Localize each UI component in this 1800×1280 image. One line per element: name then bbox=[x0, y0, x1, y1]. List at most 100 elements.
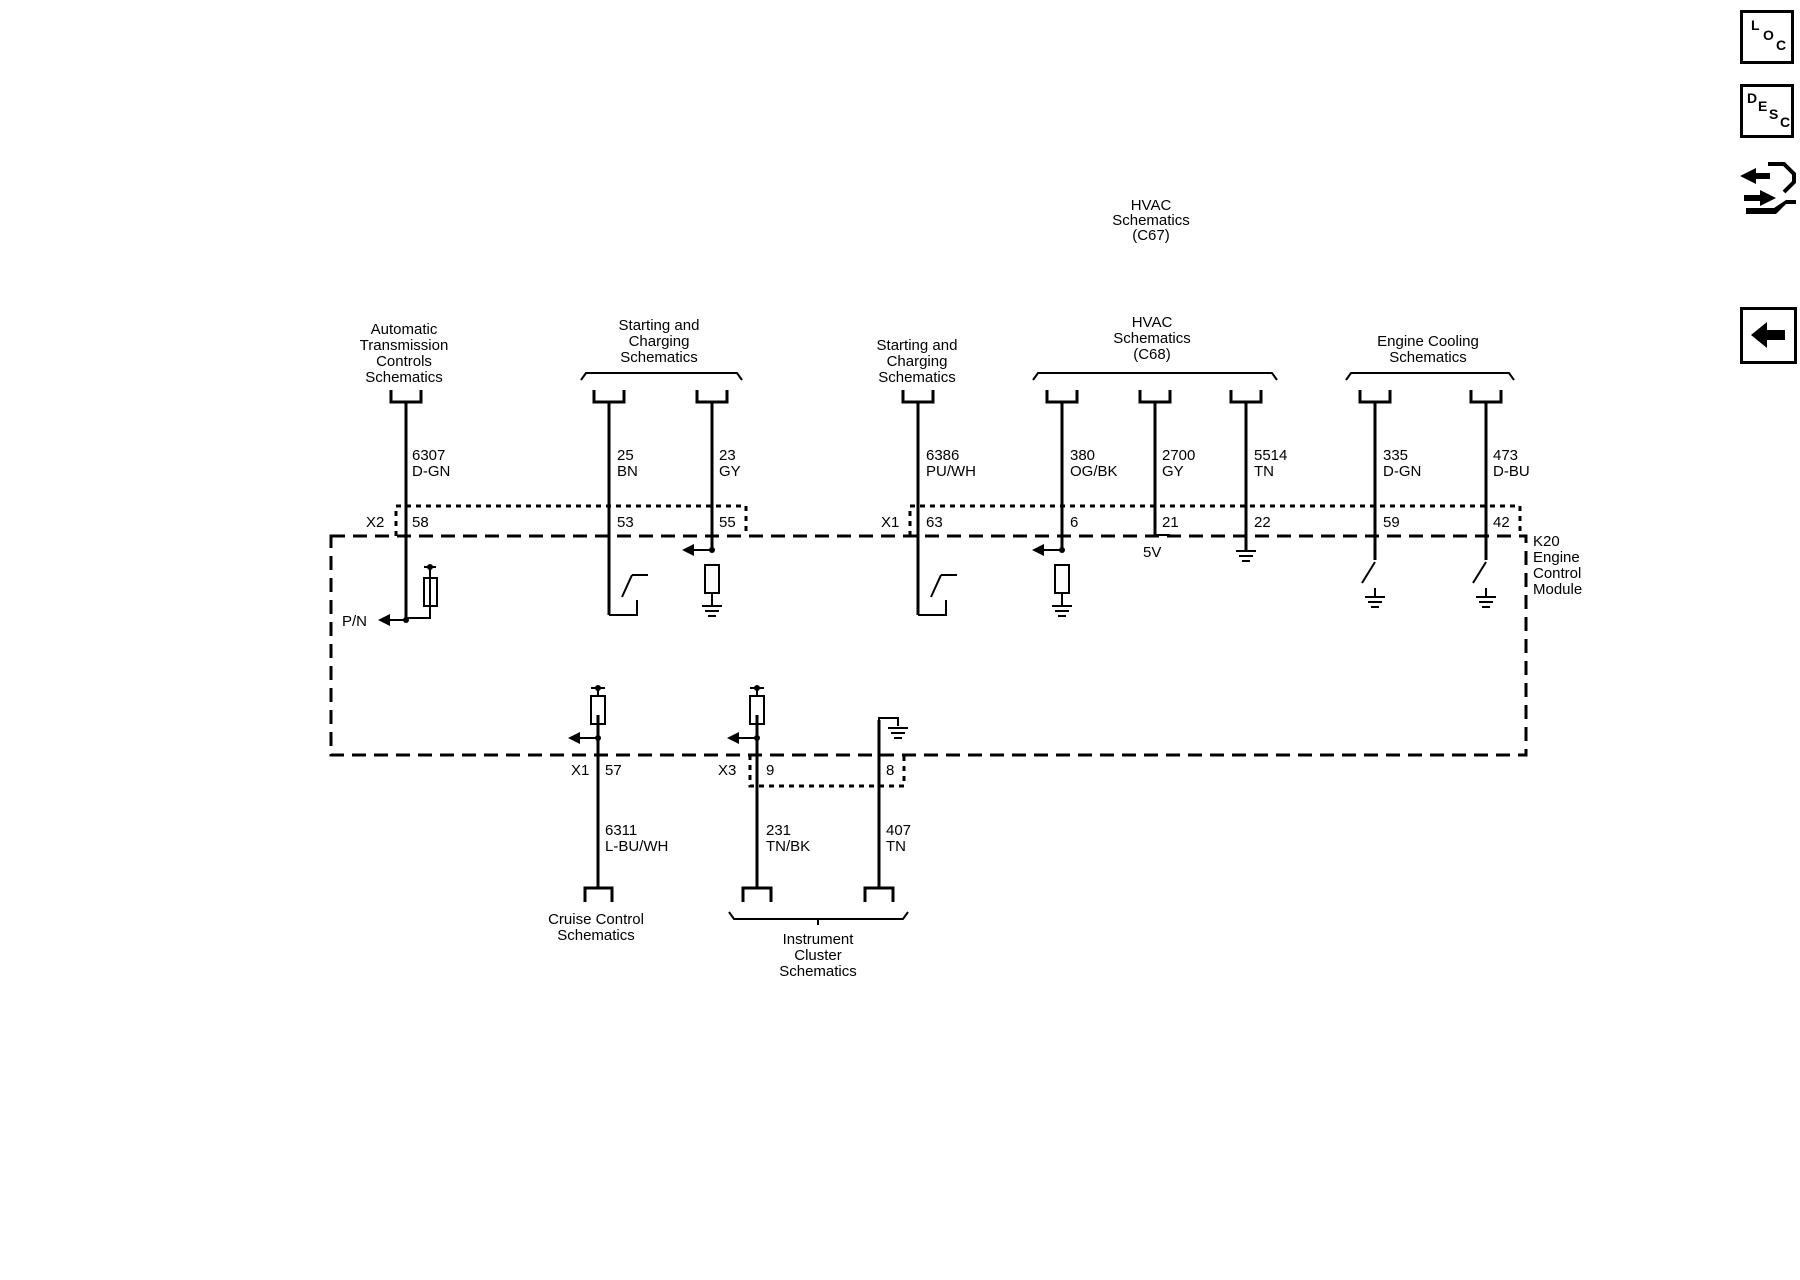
connector-x1-bottom-label: X1 bbox=[571, 762, 589, 779]
svg-text:D-GN: D-GN bbox=[412, 463, 450, 480]
svg-text:Cluster: Cluster bbox=[794, 947, 842, 964]
label-starting-2: Starting and Charging Schematics bbox=[877, 337, 958, 386]
svg-text:23: 23 bbox=[719, 447, 736, 464]
svg-text:6307: 6307 bbox=[412, 447, 445, 464]
wire-labels: 6307 D-GN 58 25 BN 53 23 GY 55 63 8 6 PU/W… bbox=[412, 447, 1530, 855]
svg-text:Charging: Charging bbox=[629, 333, 690, 350]
svg-text:8: 8 bbox=[886, 762, 894, 779]
internal-pulldown-6 bbox=[1032, 544, 1072, 617]
svg-text:Transmission: Transmission bbox=[360, 337, 449, 354]
svg-text:Automatic: Automatic bbox=[371, 321, 438, 338]
svg-text:Engine Cooling: Engine Cooling bbox=[1377, 333, 1479, 350]
internal-switch-59 bbox=[1361, 561, 1385, 608]
svg-text:L-BU/WH: L-BU/WH bbox=[605, 838, 668, 855]
svg-text:Control: Control bbox=[1533, 565, 1581, 582]
location-letter-c: C bbox=[1776, 37, 1787, 53]
connector-x3-label: X3 bbox=[718, 762, 736, 779]
description-letter-s: S bbox=[1769, 106, 1779, 122]
svg-text:Starting and: Starting and bbox=[619, 317, 700, 334]
svg-text:PU/WH: PU/WH bbox=[926, 463, 976, 480]
svg-text:55: 55 bbox=[719, 514, 736, 531]
terminal-caps-top bbox=[389, 390, 1503, 404]
svg-text:25: 25 bbox=[617, 447, 634, 464]
location-button[interactable]: L O C bbox=[1740, 10, 1794, 64]
module-boundary bbox=[329, 534, 1528, 757]
svg-text:6: 6 bbox=[1070, 514, 1078, 531]
svg-text:(C68): (C68) bbox=[1133, 346, 1171, 363]
bracket-instrument bbox=[728, 911, 909, 925]
svg-text:63: 63 bbox=[926, 514, 943, 531]
svg-text:Controls: Controls bbox=[376, 353, 432, 370]
location-letter-o: O bbox=[1763, 27, 1774, 43]
connector-x1-top-label: X1 bbox=[881, 514, 899, 531]
svg-text:GY: GY bbox=[719, 463, 741, 480]
svg-text:Schematics: Schematics bbox=[365, 369, 443, 386]
internal-ground-8 bbox=[878, 717, 908, 739]
svg-text:2700: 2700 bbox=[1162, 447, 1195, 464]
label-engine-cooling: Engine Cooling Schematics bbox=[1377, 333, 1479, 366]
pn-label: P/N bbox=[342, 613, 367, 630]
internal-switch-53 bbox=[609, 574, 648, 616]
svg-text:TN: TN bbox=[1254, 463, 1274, 480]
svg-text:Instrument: Instrument bbox=[783, 931, 855, 948]
svg-text:22: 22 bbox=[1254, 514, 1271, 531]
label-cruise: Cruise Control Schematics bbox=[548, 911, 644, 944]
svg-text:Schematics: Schematics bbox=[779, 963, 857, 980]
bracket-engine-cooling bbox=[1345, 372, 1515, 381]
svg-text:Starting and: Starting and bbox=[877, 337, 958, 354]
svg-text:58: 58 bbox=[412, 514, 429, 531]
svg-text:9: 9 bbox=[766, 762, 774, 779]
label-module: K20 Engine Control Module bbox=[1533, 533, 1582, 598]
label-auto-trans: Automatic Transmission Controls Schemati… bbox=[360, 321, 449, 386]
internal-pullup-9 bbox=[727, 685, 765, 744]
svg-text:59: 59 bbox=[1383, 514, 1400, 531]
svg-text:Schematics: Schematics bbox=[1113, 330, 1191, 347]
svg-text:335: 335 bbox=[1383, 447, 1408, 464]
description-letter-c: C bbox=[1780, 114, 1791, 130]
svg-text:D-GN: D-GN bbox=[1383, 463, 1421, 480]
connector-x1-top-outline bbox=[908, 504, 1522, 536]
connector-diagnostics-icon[interactable] bbox=[1736, 158, 1800, 220]
svg-text:473: 473 bbox=[1493, 447, 1518, 464]
internal-switch-42 bbox=[1472, 561, 1496, 608]
internal-ground-22 bbox=[1236, 550, 1256, 562]
svg-text:407: 407 bbox=[886, 822, 911, 839]
svg-text:Module: Module bbox=[1533, 581, 1582, 598]
description-letter-d: D bbox=[1747, 90, 1758, 106]
svg-text:57: 57 bbox=[605, 762, 622, 779]
location-letter-l: L bbox=[1751, 17, 1760, 33]
svg-text:231: 231 bbox=[766, 822, 791, 839]
svg-text:53: 53 bbox=[617, 514, 634, 531]
terminal-caps-bottom bbox=[583, 886, 895, 902]
internal-pulldown-55 bbox=[682, 544, 722, 617]
svg-text:BN: BN bbox=[617, 463, 638, 480]
svg-text:Engine: Engine bbox=[1533, 549, 1580, 566]
label-hvac-c67: HVAC Schematics (C67) bbox=[1112, 197, 1190, 244]
svg-text:Schematics: Schematics bbox=[878, 369, 956, 386]
label-hvac-c68: HVAC Schematics (C68) bbox=[1113, 314, 1191, 363]
svg-text:Charging: Charging bbox=[887, 353, 948, 370]
bracket-starting-1 bbox=[580, 372, 743, 381]
back-button[interactable] bbox=[1740, 307, 1797, 364]
five-volt-label: 5V bbox=[1143, 544, 1161, 561]
svg-text:D-BU: D-BU bbox=[1493, 463, 1530, 480]
svg-text:OG/BK: OG/BK bbox=[1070, 463, 1118, 480]
svg-text:Schematics: Schematics bbox=[1389, 349, 1467, 366]
internal-pullup-57 bbox=[568, 685, 606, 744]
svg-text:Cruise Control: Cruise Control bbox=[548, 911, 644, 928]
connector-x2-outline bbox=[394, 504, 748, 536]
svg-text:K20: K20 bbox=[1533, 533, 1560, 550]
svg-text:HVAC: HVAC bbox=[1132, 314, 1173, 331]
svg-text:380: 380 bbox=[1070, 447, 1095, 464]
svg-text:42: 42 bbox=[1493, 514, 1510, 531]
description-letter-e: E bbox=[1758, 98, 1768, 114]
wires bbox=[404, 402, 1488, 888]
svg-text:Schematics: Schematics bbox=[1112, 212, 1190, 229]
svg-text:Schematics: Schematics bbox=[620, 349, 698, 366]
svg-text:(C67): (C67) bbox=[1132, 227, 1170, 244]
svg-text:GY: GY bbox=[1162, 463, 1184, 480]
label-instrument: Instrument Cluster Schematics bbox=[779, 931, 857, 980]
description-button[interactable]: D E S C bbox=[1740, 84, 1794, 138]
